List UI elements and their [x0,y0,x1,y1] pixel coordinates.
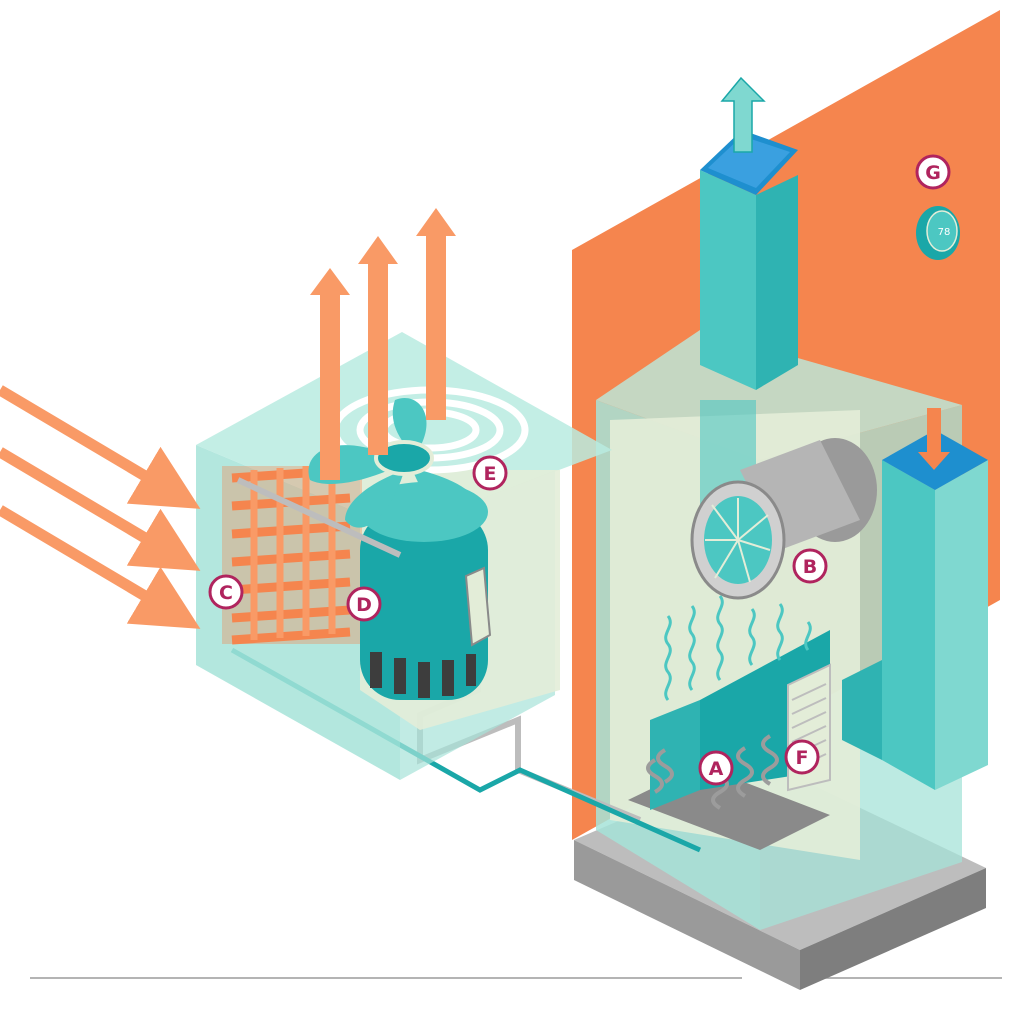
callout-d-label: D [356,594,372,616]
callout-f-label: F [796,747,809,769]
return-air-arrow [918,408,950,470]
callout-g-label: G [925,162,941,184]
compressor-vents [370,652,476,698]
callout-f: F [784,739,820,775]
condenser-coil [222,464,362,645]
thermostat-reading: 78 [938,227,951,238]
service-valve [464,566,492,647]
callout-b: B [792,548,828,584]
supply-duct-front [700,170,756,390]
return-duct-elbow [842,660,882,760]
callout-e: E [472,455,508,491]
callout-c-label: C [219,582,233,604]
supply-air-arrow [720,76,766,153]
return-duct-front [882,460,935,790]
callout-d: D [346,586,382,622]
callout-e-label: E [484,463,497,485]
thermostat-face [926,210,958,252]
fan-hub [374,440,434,476]
compressor-body [360,510,488,700]
supply-duct-side [756,175,798,390]
callout-b-label: B [803,556,817,578]
furnace-base-right [800,868,986,990]
callout-g: G [915,154,951,190]
compressor-discharge-tube [236,477,402,558]
furnace-base-left [574,840,800,990]
intake-arrows [0,385,201,629]
callout-c: C [208,574,244,610]
callout-a-label: A [709,758,724,780]
exhaust-arrows [310,208,456,480]
rising-air-squiggles [664,595,812,701]
return-duct-side [935,460,988,790]
callout-a: A [698,750,734,786]
blower-vanes [705,498,771,583]
supply-duct-inner [708,136,790,188]
